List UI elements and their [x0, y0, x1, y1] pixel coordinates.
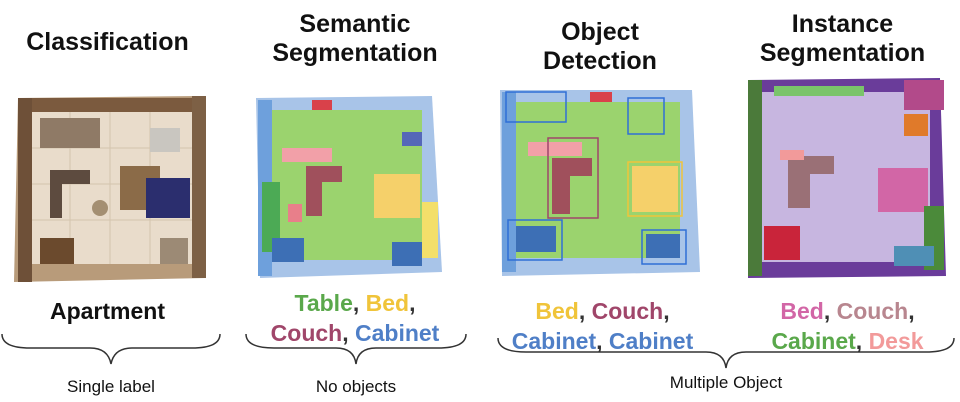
panel-title-instance-segmentation: Instance Segmentation: [725, 10, 960, 68]
label-item: Cabinet: [608, 328, 694, 354]
brace-single-label: [1, 333, 221, 365]
title-line: Instance: [791, 10, 894, 38]
label-item: Bed: [780, 298, 824, 324]
brace-multiple-object: [497, 337, 955, 369]
label-item: Couch: [270, 320, 343, 346]
label-line: Apartment: [0, 296, 215, 326]
label-item-apartment: Apartment: [49, 298, 165, 324]
label-item: Bed: [535, 298, 579, 324]
title-line: Object: [561, 18, 639, 46]
label-separator: ,: [352, 290, 366, 316]
label-line: Table, Bed,: [245, 288, 465, 318]
label-line: Bed, Couch,: [490, 296, 715, 326]
title-line: Segmentation: [272, 39, 438, 67]
caption-multiple-object: Multiple Object: [669, 373, 783, 392]
title-line: Detection: [543, 47, 657, 75]
label-line: Couch, Cabinet: [245, 318, 465, 348]
instance-segmentation-map: [744, 76, 950, 282]
label-item: Cabinet: [355, 320, 440, 346]
label-line: Cabinet, Desk: [735, 326, 960, 356]
label-separator: ,: [342, 320, 355, 346]
panel-title-semantic-segmentation: Semantic Segmentation: [240, 10, 470, 68]
title-line: Semantic: [299, 10, 411, 38]
label-item: Couch: [591, 298, 664, 324]
label-separator: ,: [578, 298, 592, 324]
title-line: Classification: [26, 28, 189, 56]
brace-no-objects: [245, 333, 467, 365]
label-separator: ,: [908, 298, 915, 324]
title-line: Segmentation: [759, 39, 926, 67]
label-separator: ,: [596, 328, 609, 354]
caption-no-objects: No objects: [315, 377, 397, 396]
apartment-photo: [10, 88, 210, 288]
labels-semantic-segmentation: Table, Bed, Couch, Cabinet: [245, 288, 465, 348]
labels-classification: Apartment: [0, 296, 215, 326]
semantic-segmentation-map: [252, 92, 452, 282]
labels-object-detection: Bed, Couch, Cabinet, Cabinet: [490, 296, 715, 356]
label-separator: ,: [663, 298, 670, 324]
label-separator: ,: [823, 298, 837, 324]
label-line: Bed, Couch,: [735, 296, 960, 326]
panel-title-object-detection: Object Detection: [485, 18, 715, 76]
object-detection-map: [496, 86, 706, 282]
label-item: Table: [294, 290, 353, 316]
label-item: Desk: [868, 328, 924, 354]
label-separator: ,: [855, 328, 869, 354]
caption-single-label: Single label: [67, 377, 155, 396]
label-item: Couch: [836, 298, 909, 324]
label-separator: ,: [409, 290, 416, 316]
panel-title-classification: Classification: [0, 28, 215, 57]
label-line: Cabinet, Cabinet: [490, 326, 715, 356]
label-item: Bed: [365, 290, 410, 316]
labels-instance-segmentation: Bed, Couch, Cabinet, Desk: [735, 296, 960, 356]
label-item: Cabinet: [771, 328, 856, 354]
label-item: Cabinet: [511, 328, 597, 354]
